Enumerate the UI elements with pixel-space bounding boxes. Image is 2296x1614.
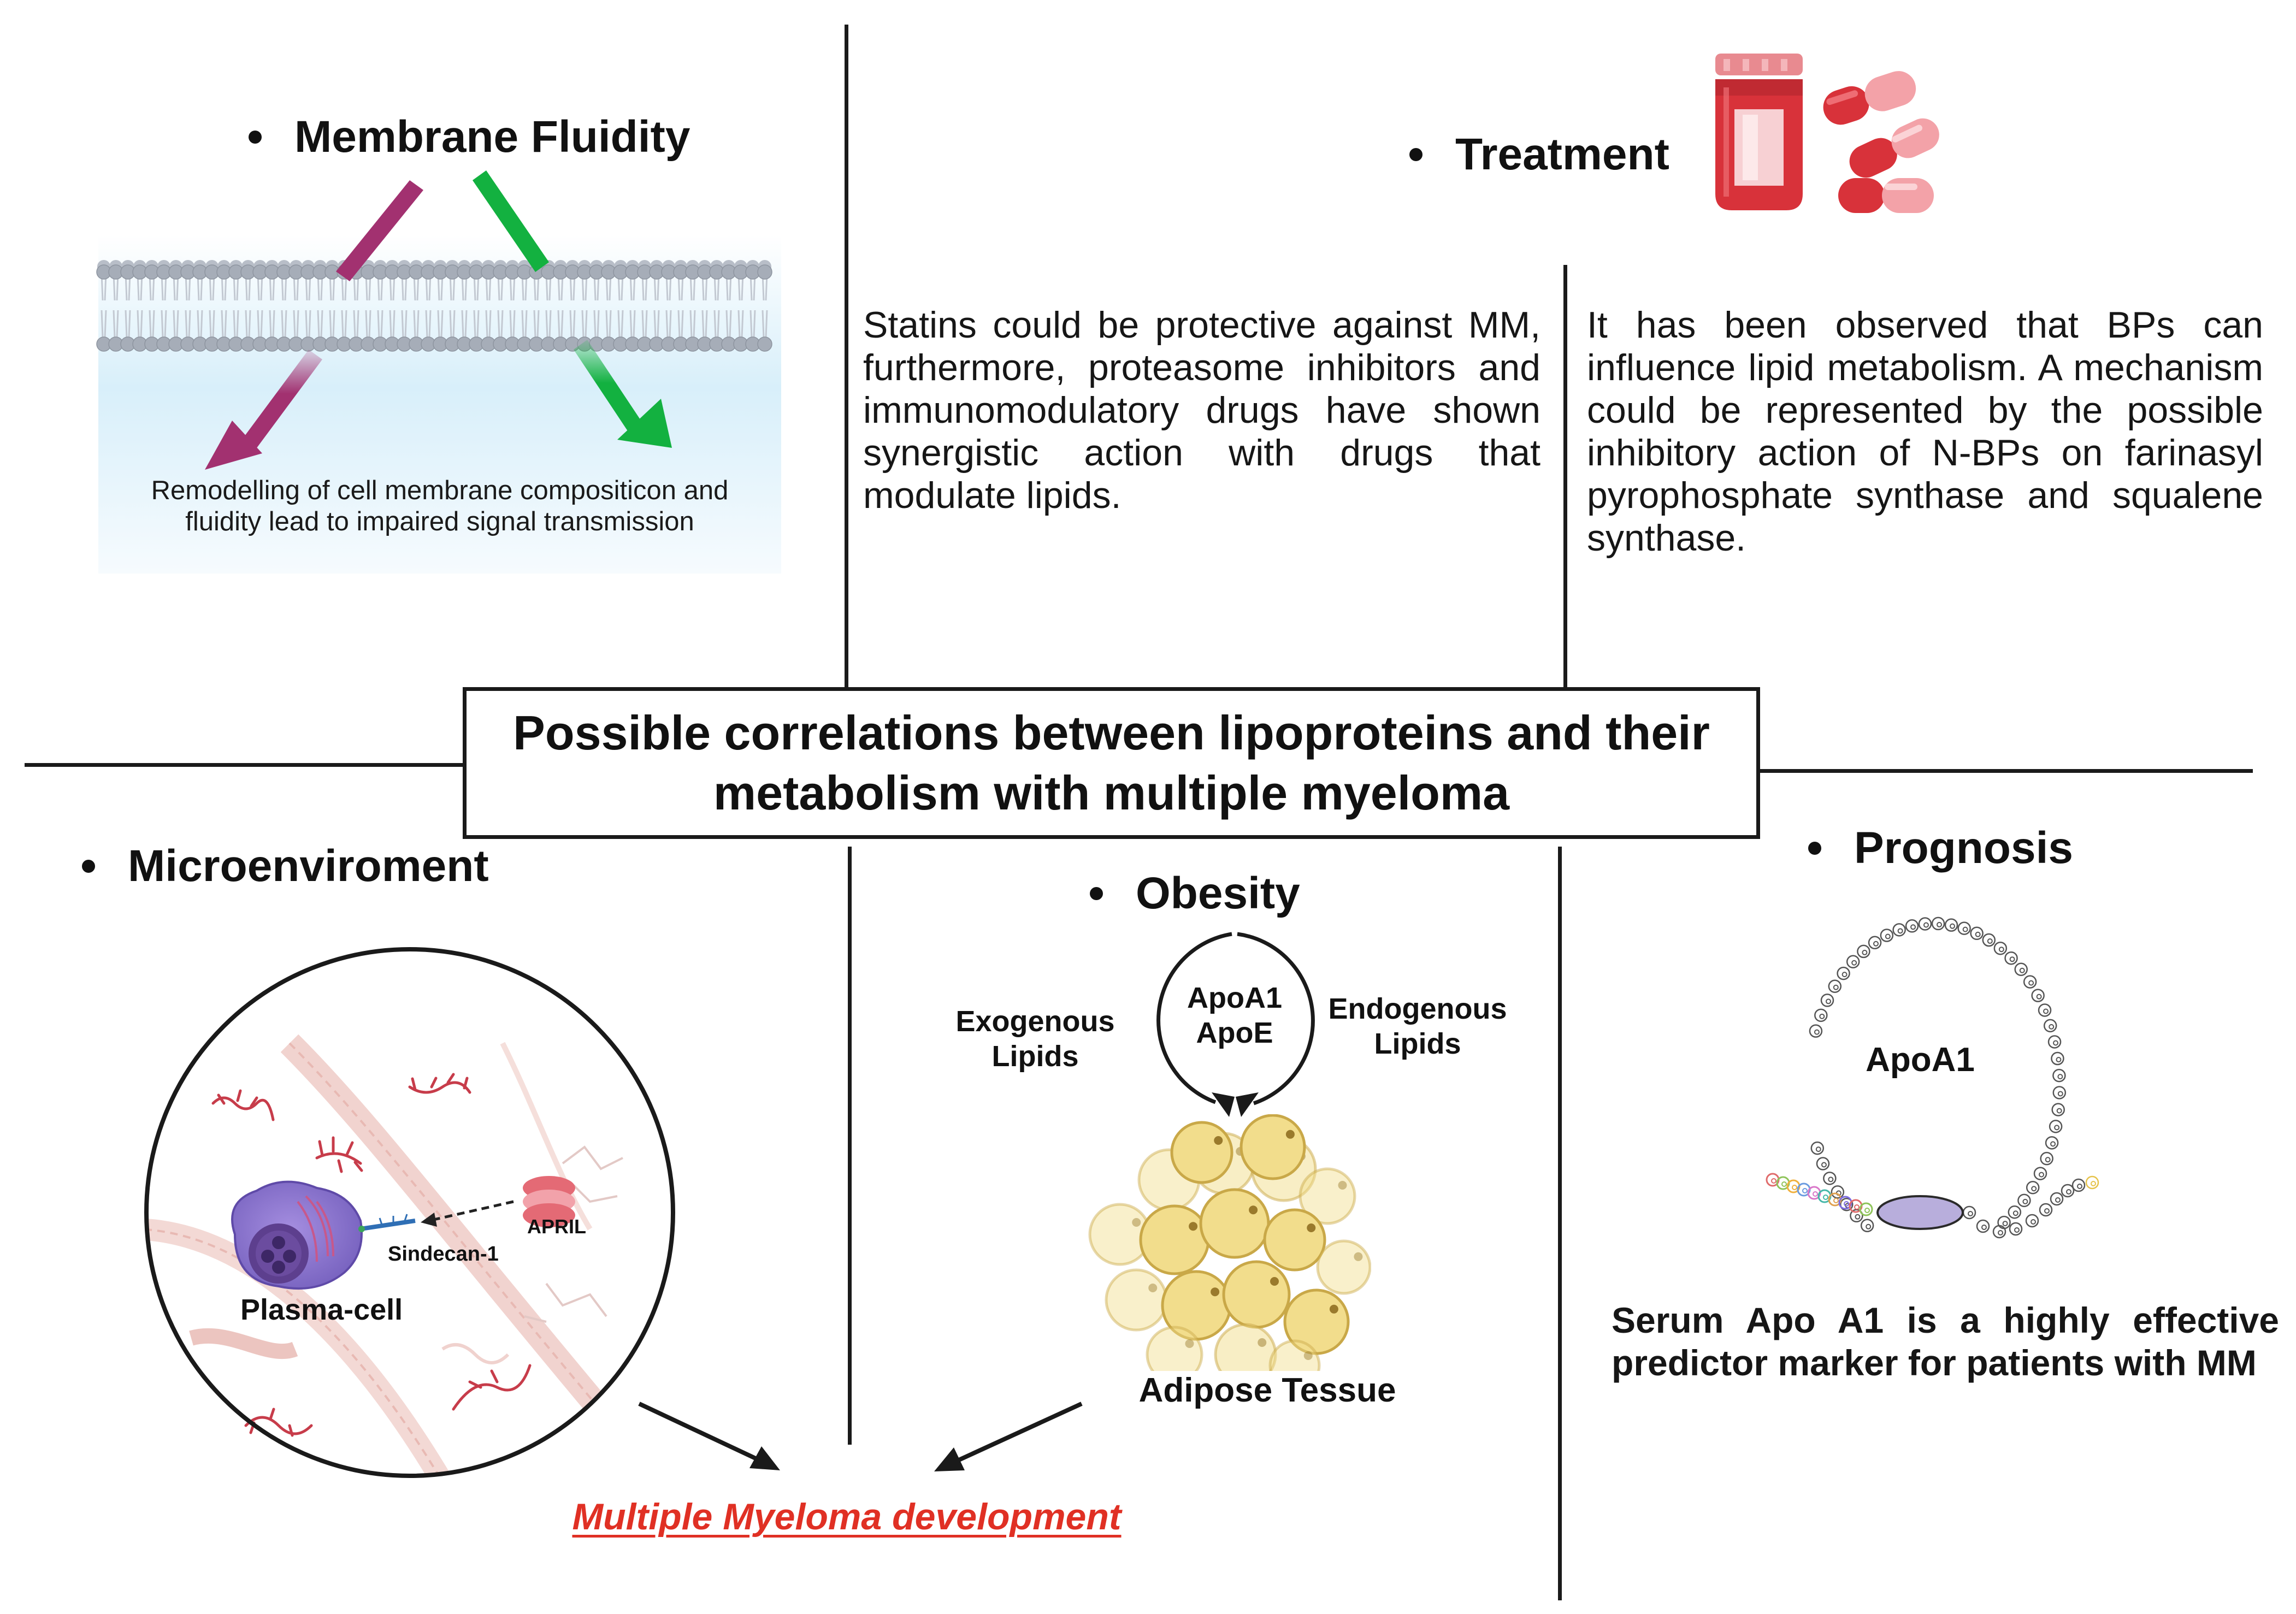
pill-bottle-and-capsules-icon xyxy=(1715,54,1939,213)
collagen-fibers xyxy=(211,1073,532,1437)
apoe-label: ApoE xyxy=(1196,1016,1273,1049)
decrease-arrow xyxy=(205,180,423,470)
divider-top-right-vertical xyxy=(1563,265,1567,688)
april-binding-arrow xyxy=(428,1200,514,1222)
endogenous-line-1: Endogenous xyxy=(1328,992,1507,1025)
exogenous-line-2: Lipids xyxy=(991,1040,1079,1073)
diagram-title-line-2: metabolism with multiple myeloma xyxy=(713,766,1510,820)
adipose-tissue-label: Adipose Tessue xyxy=(1138,1371,1396,1409)
prognosis-statement-line-2: predictor marker for patients with MM xyxy=(1612,1343,2257,1383)
apoa1-helix-chain xyxy=(1766,917,2099,1239)
apoa1-label: ApoA1 xyxy=(1187,982,1282,1014)
obesity-heading: Obesity xyxy=(1090,871,1300,916)
bullet-icon xyxy=(1409,148,1423,161)
bps-text: It has been observed that BPs can influe… xyxy=(1587,304,2263,559)
increase-arrow xyxy=(473,170,672,448)
treatment-heading: Treatment xyxy=(1409,132,1669,177)
apoa1-protein-illustration xyxy=(1766,917,2099,1239)
divider-top-left-vertical xyxy=(845,25,848,688)
apoa1-apoe-label: ApoA1 ApoE xyxy=(1169,980,1300,1050)
endogenous-lipids-label: Endogenous Lipids xyxy=(1327,991,1508,1061)
exogenous-line-1: Exogenous xyxy=(955,1005,1115,1038)
membrane-fluidity-heading: Membrane Fluidity xyxy=(249,115,690,159)
prognosis-statement: Serum Apo A1 is a highly effective predi… xyxy=(1612,1299,2279,1384)
apoa1-protein-label: ApoA1 xyxy=(1866,1041,1975,1079)
outcome-arrows xyxy=(638,1402,1083,1471)
diagram-title-line-1: Possible correlations between lipoprotei… xyxy=(513,706,1710,760)
prognosis-heading: Prognosis xyxy=(1808,826,2073,871)
multiple-myeloma-outcome-label: Multiple Myeloma development xyxy=(572,1496,1122,1538)
adipocyte-cluster xyxy=(1088,1114,1371,1371)
plasma-cell-label: Plasma-cell xyxy=(240,1293,403,1326)
diagram-title-box: Possible correlations between lipoprotei… xyxy=(463,687,1760,839)
microenvironment-circle-illustration xyxy=(144,947,675,1478)
april-ligand-icon xyxy=(523,1176,575,1227)
membrane-bilayer-illustration xyxy=(96,170,781,574)
endogenous-line-2: Lipids xyxy=(1374,1027,1461,1060)
treatment-heading-text: Treatment xyxy=(1455,129,1669,179)
microenvironment-heading: Microenviroment xyxy=(82,844,489,889)
membrane-caption-line-2: fluidity lead to impaired signal transmi… xyxy=(185,507,694,536)
adipose-tissue-illustration xyxy=(1088,1114,1371,1371)
bullet-icon xyxy=(1808,842,1821,855)
apolipoprotein-cycle-diagram xyxy=(1156,932,1315,1117)
sindecan-label: Sindecan-1 xyxy=(388,1243,499,1266)
membrane-fluidity-heading-text: Membrane Fluidity xyxy=(294,112,690,162)
april-label: APRIL xyxy=(527,1215,586,1238)
bullet-icon xyxy=(82,860,95,873)
statins-text: Statins could be protective against MM, … xyxy=(863,304,1540,516)
extracellular-matrix xyxy=(146,1034,633,1476)
divider-bottom-right-vertical xyxy=(1558,847,1562,1600)
sindecan-receptor xyxy=(358,1214,416,1232)
bullet-icon xyxy=(249,131,262,144)
apoa1-oval-domain xyxy=(1876,1195,1964,1230)
bullet-icon xyxy=(1090,887,1103,900)
divider-left-horizontal xyxy=(25,763,463,767)
plasma-cell xyxy=(231,1180,363,1290)
divider-right-horizontal xyxy=(1760,769,2253,773)
prognosis-statement-line-1: Serum Apo A1 is a highly effective xyxy=(1612,1300,2279,1340)
obesity-heading-text: Obesity xyxy=(1136,868,1300,918)
divider-bottom-left-vertical xyxy=(848,847,852,1445)
microenvironment-heading-text: Microenviroment xyxy=(128,841,489,891)
membrane-caption-line-1: Remodelling of cell membrane compositico… xyxy=(151,476,729,505)
exogenous-lipids-label: Exogenous Lipids xyxy=(953,1004,1117,1074)
prognosis-heading-text: Prognosis xyxy=(1854,823,2073,873)
membrane-caption: Remodelling of cell membrane compositico… xyxy=(93,475,787,537)
